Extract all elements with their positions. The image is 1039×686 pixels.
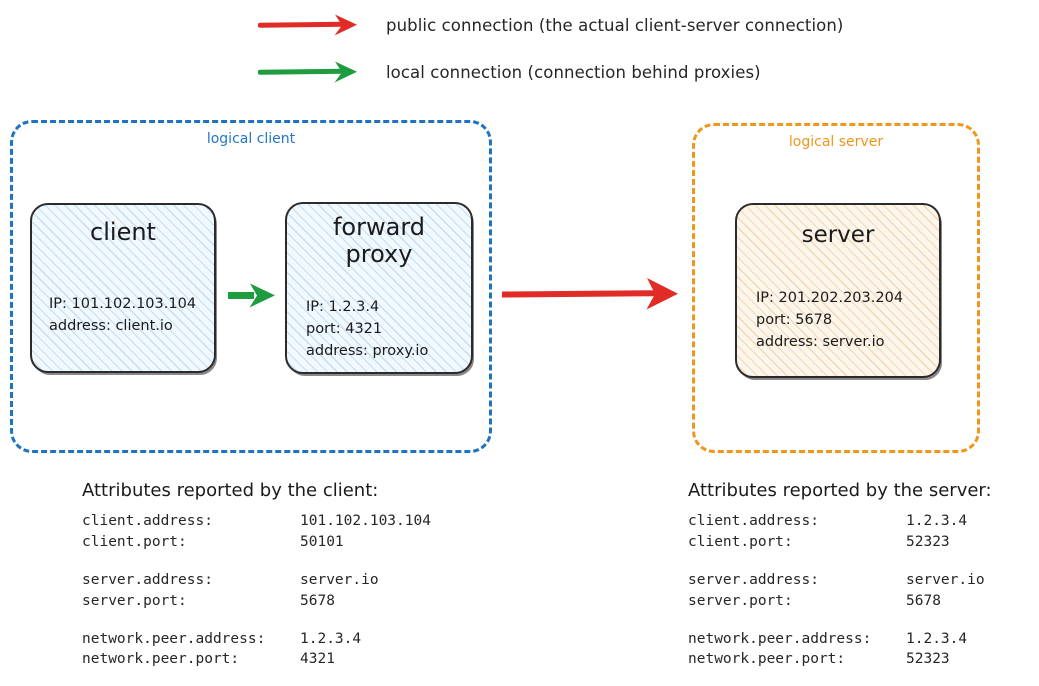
node-client-title: client — [90, 218, 156, 246]
attributes-client-table: client.address: 101.102.103.104 client.p… — [82, 511, 431, 670]
legend-row-public: public connection (the actual client-ser… — [258, 12, 843, 38]
table-row: network.peer.port: 52323 — [688, 649, 985, 670]
table-row: server.port: 5678 — [688, 591, 985, 612]
table-row: network.peer.port: 4321 — [82, 649, 431, 670]
attr-key: network.peer.port: — [688, 651, 846, 668]
table-row: client.address: 1.2.3.4 — [688, 511, 985, 532]
spacer-cell — [300, 612, 431, 629]
attributes-server-table: client.address: 1.2.3.4 client.port: 523… — [688, 511, 985, 670]
attr-key: client.port: — [688, 533, 793, 550]
logical-client-label: logical client — [206, 131, 296, 147]
spacer-cell — [82, 612, 300, 629]
attr-value: 101.102.103.104 — [300, 513, 431, 529]
red-arrow-icon — [258, 14, 357, 36]
attr-key: server.port: — [688, 592, 793, 609]
node-server-title: server — [801, 222, 875, 248]
spacer-cell — [82, 553, 300, 570]
attributes-server-heading: Attributes reported by the server: — [688, 480, 992, 501]
attr-value: 1.2.3.4 — [906, 513, 968, 529]
table-row: client.address: 101.102.103.104 — [82, 511, 431, 532]
table-row: server.address: server.io — [688, 570, 985, 591]
attr-value: server.io — [300, 571, 379, 588]
attr-value: 1.2.3.4 — [906, 630, 968, 647]
attr-key: network.peer.port: — [82, 651, 240, 668]
logical-server-label: logical server — [788, 134, 884, 150]
attr-key: client.address: — [82, 513, 213, 529]
row-spacer — [82, 612, 431, 629]
green-arrow-icon — [258, 61, 357, 83]
table-row: client.port: 52323 — [688, 532, 985, 553]
legend-row-local: local connection (connection behind prox… — [258, 59, 761, 85]
node-server-details: IP: 201.202.203.204 port: 5678 address: … — [756, 290, 904, 351]
attr-value: 1.2.3.4 — [300, 630, 362, 647]
table-row: server.address: server.io — [82, 570, 431, 591]
table-row: server.port: 5678 — [82, 591, 431, 612]
attr-value: 5678 — [300, 592, 335, 609]
table-row: network.peer.address: 1.2.3.4 — [82, 629, 431, 650]
attr-value: 4321 — [300, 651, 335, 668]
attr-key: client.address: — [688, 513, 819, 529]
row-spacer — [688, 553, 985, 570]
attr-key: client.port: — [82, 533, 187, 550]
node-client-details: IP: 101.102.103.104 address: client.io — [49, 296, 197, 335]
spacer-cell — [300, 553, 431, 570]
table-row: network.peer.address: 1.2.3.4 — [688, 629, 985, 650]
attributes-server: Attributes reported by the server: clien… — [688, 480, 992, 670]
spacer-cell — [688, 612, 906, 629]
attributes-client-heading: Attributes reported by the client: — [82, 480, 379, 501]
logical-server-container: logical server — [692, 123, 980, 453]
node-forward-proxy-details: IP: 1.2.3.4 port: 4321 address: proxy.io — [306, 299, 429, 360]
attr-value: 52323 — [906, 533, 950, 550]
spacer-cell — [688, 553, 906, 570]
attr-value: server.io — [906, 571, 985, 588]
attr-value: 52323 — [906, 651, 950, 668]
legend-label-public: public connection (the actual client-ser… — [386, 15, 844, 35]
attr-key: server.address: — [82, 571, 213, 588]
table-row: client.port: 50101 — [82, 532, 431, 553]
green-arrow-icon-local-connection — [228, 283, 275, 308]
node-forward-proxy-title: forward proxy — [332, 213, 425, 268]
legend-label-local: local connection (connection behind prox… — [386, 62, 761, 82]
spacer-cell — [906, 612, 985, 629]
row-spacer — [82, 553, 431, 570]
node-server[interactable]: server IP: 201.202.203.204 port: 5678 ad… — [735, 203, 941, 378]
spacer-cell — [906, 553, 985, 570]
attr-key: network.peer.address: — [82, 630, 266, 647]
attributes-client: Attributes reported by the client: clien… — [82, 480, 431, 670]
attr-value: 5678 — [906, 592, 941, 609]
row-spacer — [688, 612, 985, 629]
node-forward-proxy[interactable]: forward proxy IP: 1.2.3.4 port: 4321 add… — [285, 202, 473, 374]
node-client[interactable]: client IP: 101.102.103.104 address: clie… — [30, 203, 216, 373]
red-arrow-icon-public-connection — [501, 278, 678, 310]
attr-key: server.port: — [82, 592, 187, 609]
attr-value: 50101 — [300, 533, 344, 550]
logical-client-container: logical client — [10, 120, 492, 453]
attr-key: network.peer.address: — [688, 630, 872, 647]
attr-key: server.address: — [688, 571, 819, 588]
